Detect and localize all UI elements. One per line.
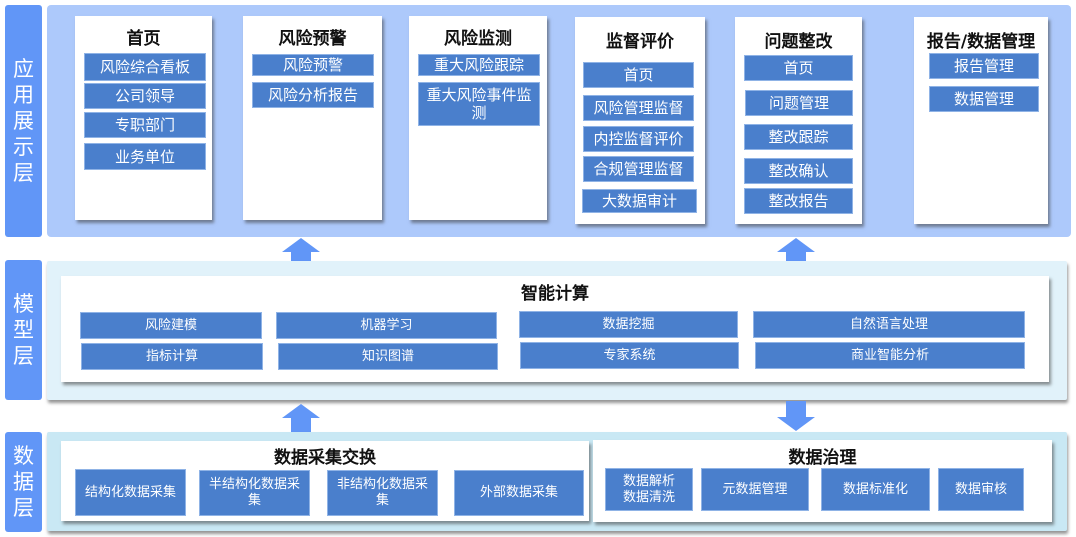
module-item[interactable]: 风险预警 (252, 54, 374, 76)
module-card-risk-warning: 风险预警 (243, 16, 382, 220)
section-title: 智能计算 (521, 284, 589, 304)
model-item[interactable]: 指标计算 (81, 343, 263, 370)
layer-label-char: 数 (13, 444, 34, 468)
module-item[interactable]: 专职部门 (84, 112, 206, 138)
module-item[interactable]: 整改报告 (744, 188, 853, 214)
module-item[interactable]: 大数据审计 (582, 189, 697, 213)
module-title: 问题整改 (764, 32, 833, 52)
layer-label-char: 层 (13, 161, 34, 185)
arrow-up-icon (777, 238, 815, 268)
arrow-up-icon (282, 404, 320, 434)
layer-label-char: 层 (13, 344, 34, 368)
module-item[interactable]: 报告管理 (929, 53, 1039, 79)
module-item[interactable]: 问题管理 (745, 90, 853, 116)
layer-label-char: 示 (13, 135, 34, 159)
arrow-down-icon (777, 401, 815, 431)
layer-label-char: 据 (13, 470, 34, 494)
module-title: 报告/数据管理 (926, 32, 1036, 52)
data-collection-item[interactable]: 半结构化数据采集 (199, 470, 310, 516)
model-item[interactable]: 商业智能分析 (755, 342, 1025, 369)
module-item[interactable]: 数据管理 (929, 86, 1039, 112)
model-item[interactable]: 知识图谱 (278, 343, 498, 370)
arrow-up-icon (282, 238, 320, 268)
module-item[interactable]: 风险分析报告 (252, 82, 374, 108)
module-item[interactable]: 合规管理监督 (583, 156, 694, 182)
data-governance-item[interactable]: 数据审核 (938, 468, 1024, 511)
section-title: 数据治理 (788, 448, 857, 468)
data-governance-item[interactable]: 数据标准化 (821, 468, 930, 511)
layer-label-char: 模 (13, 292, 34, 316)
data-collection-item[interactable]: 外部数据采集 (454, 470, 584, 516)
module-item[interactable]: 首页 (583, 62, 694, 88)
module-item[interactable]: 风险管理监督 (583, 95, 694, 121)
module-title: 监督评价 (606, 32, 674, 52)
layer-label-char: 层 (13, 496, 34, 520)
data-governance-item[interactable]: 元数据管理 (701, 468, 809, 511)
layer-label-data: 数 据 层 (5, 432, 42, 532)
data-governance-item[interactable]: 数据解析 数据清洗 (605, 468, 693, 511)
model-item[interactable]: 机器学习 (276, 312, 497, 339)
module-title: 首页 (126, 29, 161, 49)
module-item[interactable]: 公司领导 (84, 83, 206, 109)
module-item[interactable]: 整改确认 (744, 158, 853, 184)
module-item[interactable]: 整改跟踪 (744, 124, 853, 150)
module-item[interactable]: 风险综合看板 (84, 53, 206, 81)
data-collection-item[interactable]: 非结构化数据采集 (327, 470, 438, 516)
module-title: 风险预警 (278, 29, 347, 49)
model-item[interactable]: 数据挖掘 (519, 311, 738, 338)
module-item[interactable]: 内控监督评价 (583, 126, 694, 152)
module-item[interactable]: 业务单位 (84, 143, 206, 170)
module-title: 风险监测 (444, 29, 512, 49)
layer-label-char: 用 (13, 83, 34, 107)
app-layer-panel (47, 5, 1071, 237)
model-item[interactable]: 自然语言处理 (753, 311, 1025, 338)
layer-label-char: 应 (13, 57, 34, 81)
model-item[interactable]: 风险建模 (80, 312, 262, 339)
layer-label-char: 展 (13, 109, 34, 133)
module-card-report-data: 报告/数据管理 (914, 17, 1048, 224)
data-collection-item[interactable]: 结构化数据采集 (75, 469, 186, 516)
module-item[interactable]: 重大风险事件监测 (418, 82, 540, 126)
layer-label-app: 应 用 展 示 层 (5, 5, 42, 237)
layer-label-char: 型 (13, 318, 34, 342)
section-title: 数据采集交换 (274, 448, 376, 468)
module-item[interactable]: 首页 (744, 55, 853, 81)
layer-label-model: 模 型 层 (5, 260, 42, 400)
model-item[interactable]: 专家系统 (520, 342, 739, 369)
module-item[interactable]: 重大风险跟踪 (418, 54, 540, 76)
